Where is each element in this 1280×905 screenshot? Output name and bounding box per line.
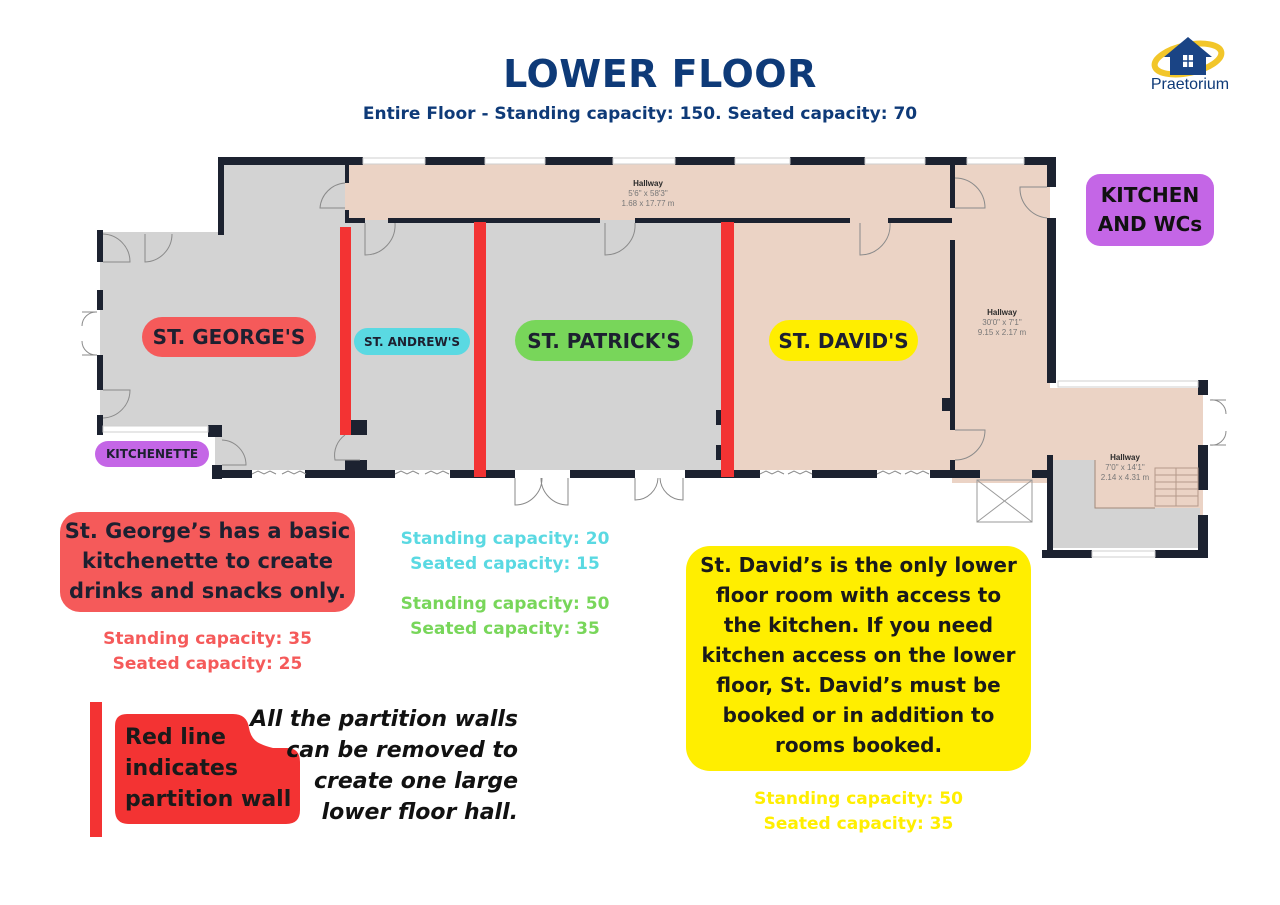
kitchen-label-line: KITCHEN	[1100, 183, 1200, 207]
stairs	[1094, 460, 1199, 509]
st-andrew-capacity: Standing capacity: 20 Seated capacity: 1…	[380, 527, 630, 577]
bifold-doors	[251, 470, 930, 475]
kitchen-wcs-label: KITCHEN AND WCs	[1086, 174, 1214, 246]
note-line: floor room with access to	[715, 583, 1002, 607]
windows	[102, 157, 1199, 558]
partition-note-line: All the partition walls	[250, 707, 518, 732]
seated-capacity: Seated capacity: 35	[763, 814, 954, 834]
standing-capacity: Standing capacity: 50	[400, 594, 610, 614]
svg-text:9.15 x 2.17 m: 9.15 x 2.17 m	[978, 328, 1027, 337]
room-label-st-andrew: ST. ANDREW'S	[354, 328, 470, 355]
room-label-st-david: ST. DAVID'S	[769, 320, 918, 361]
seated-capacity: Seated capacity: 25	[112, 654, 303, 674]
svg-text:30'0" x 7'1": 30'0" x 7'1"	[982, 318, 1022, 327]
room-fills	[100, 163, 1203, 548]
partition-note-line: create one large	[313, 769, 518, 794]
partition-note-line: can be removed to	[286, 738, 518, 763]
svg-text:5'6" x 58'3": 5'6" x 58'3"	[628, 189, 668, 198]
note-line: floor, St. David’s must be	[716, 673, 1001, 697]
legend-line: indicates	[125, 756, 238, 781]
page-title: LOWER FLOOR	[503, 52, 817, 96]
note-line: booked or in addition to	[722, 703, 995, 727]
room-label-st-george: ST. GEORGE'S	[142, 317, 316, 357]
room-label-text: ST. DAVID'S	[778, 328, 909, 353]
seated-capacity: Seated capacity: 15	[410, 554, 600, 574]
note-line: rooms booked.	[774, 733, 943, 757]
partition-note: All the partition walls can be removed t…	[250, 704, 518, 828]
legend-line: Red line	[125, 725, 226, 750]
seated-capacity: Seated capacity: 35	[410, 619, 600, 639]
note-line: kitchenette to create	[82, 549, 333, 573]
st-david-capacity: Standing capacity: 50 Seated capacity: 3…	[686, 787, 1031, 837]
room-label-text: ST. PATRICK'S	[527, 328, 681, 353]
note-line: kitchen access on the lower	[701, 643, 1016, 667]
kitchen-label-line: AND WCs	[1097, 212, 1203, 236]
svg-text:2.14 x 4.31 m: 2.14 x 4.31 m	[1101, 473, 1150, 482]
room-label-text: ST. ANDREW'S	[363, 334, 461, 349]
st-patrick-capacity: Standing capacity: 50 Seated capacity: 3…	[380, 592, 630, 642]
note-line: drinks and snacks only.	[69, 579, 346, 603]
legend-line: partition wall	[125, 787, 292, 812]
lift-shaft	[976, 479, 1033, 523]
house-logo-icon	[1151, 37, 1225, 78]
page-subtitle: Entire Floor - Standing capacity: 150. S…	[362, 104, 918, 124]
hallway-3-name: Hallway	[1110, 453, 1140, 462]
st-george-capacity: Standing capacity: 35 Seated capacity: 2…	[60, 627, 355, 677]
partition-key-line	[90, 702, 102, 837]
svg-text:1.68 x 17.77 m: 1.68 x 17.77 m	[622, 199, 675, 208]
legend-blob	[115, 714, 300, 824]
standing-capacity: Standing capacity: 50	[754, 789, 963, 809]
note-line: the kitchen. If you need	[723, 613, 994, 637]
room-label-text: ST. GEORGE'S	[152, 325, 306, 349]
hallway-1-name: Hallway	[633, 179, 663, 188]
hallway-2-name: Hallway	[987, 308, 1017, 317]
standing-capacity: Standing capacity: 20	[400, 529, 610, 549]
doors	[81, 177, 1227, 506]
svg-text:7'0" x 14'1": 7'0" x 14'1"	[1105, 463, 1145, 472]
hallway-labels: Hallway 5'6" x 58'3" 1.68 x 17.77 m Hall…	[622, 179, 1150, 482]
st-david-note: St. David’s is the only lower floor room…	[686, 546, 1031, 771]
logo-text: Praetorium	[1150, 76, 1230, 93]
kitchenette-label: KITCHENETTE	[95, 441, 209, 467]
room-label-st-patrick: ST. PATRICK'S	[515, 320, 693, 361]
partition-note-line: lower floor hall.	[321, 800, 518, 825]
st-george-note: St. George’s has a basic kitchenette to …	[60, 512, 355, 612]
standing-capacity: Standing capacity: 35	[103, 629, 312, 649]
kitchenette-text: KITCHENETTE	[105, 447, 199, 461]
note-line: St. David’s is the only lower	[700, 553, 1017, 577]
note-line: St. George’s has a basic	[64, 519, 351, 543]
partition-walls	[340, 222, 734, 477]
legend-key-text: Red line indicates partition wall	[125, 722, 291, 815]
